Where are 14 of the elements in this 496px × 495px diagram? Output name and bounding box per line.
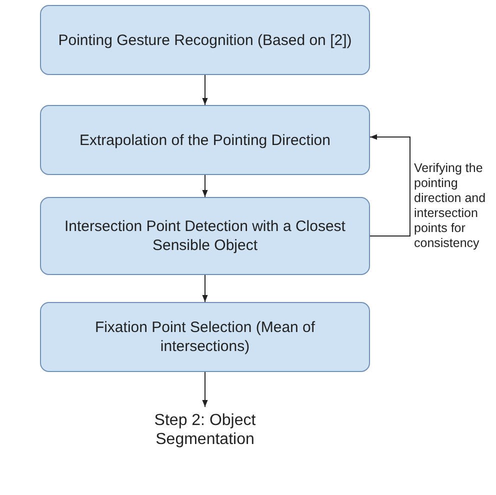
process-box [40,105,370,175]
arrow [202,74,208,106]
node-text: Fixation Point Selection (Mean of intersections) [94,318,316,356]
node-text: Intersection Point Detection with a Closest Sensible Object [64,217,346,255]
arrow [202,174,208,198]
arrow [370,134,410,236]
process-box [40,5,370,75]
node-text: Pointing Gesture Recognition (Based on [2]) [58,30,352,50]
process-box [40,197,370,275]
node-text: Step 2: Object Segmentation [153,411,257,449]
process-box [40,302,370,372]
arrow [202,372,208,408]
node-text: Extrapolation of the Pointing Direction [80,130,330,150]
arrow [202,274,208,302]
